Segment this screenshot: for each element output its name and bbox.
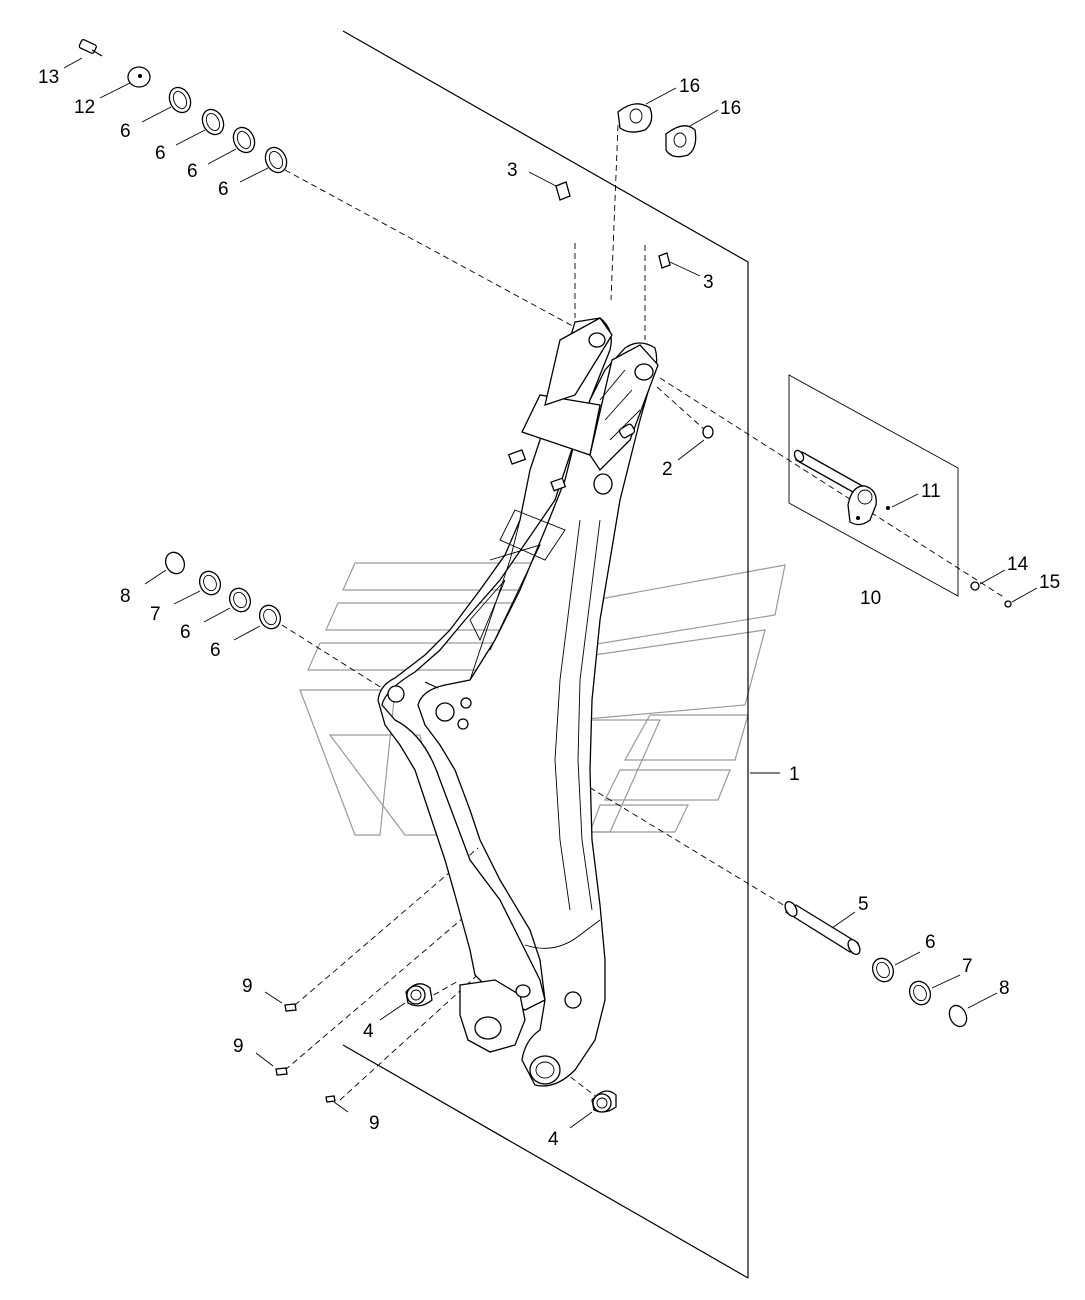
callout-7: 7	[962, 956, 973, 977]
pin-assembly-10	[793, 449, 890, 526]
callout-4: 4	[363, 1021, 374, 1042]
callout-9: 9	[233, 1036, 244, 1057]
callout-1: 1	[789, 764, 800, 785]
grease-fitting-2	[702, 425, 714, 439]
washer-14	[970, 581, 980, 591]
left-middle-hardware	[164, 551, 282, 630]
callout-2: 2	[662, 459, 673, 480]
bushings-4	[405, 983, 617, 1113]
callout-9: 9	[242, 976, 253, 997]
callout-4: 4	[548, 1129, 559, 1150]
callout-6: 6	[187, 161, 198, 182]
callout-16: 16	[720, 98, 741, 119]
callout-16: 16	[679, 76, 700, 97]
callout-15: 15	[1039, 572, 1060, 593]
assembly-dashed-lines	[281, 124, 1006, 1106]
bolts-9	[275, 1003, 336, 1103]
callout-8: 8	[120, 586, 131, 607]
top-left-hardware	[78, 39, 288, 174]
callout-5: 5	[858, 894, 869, 915]
callout-7: 7	[150, 604, 161, 625]
callout-9: 9	[369, 1113, 380, 1134]
group-border-plate	[342, 30, 749, 1279]
bolt-11	[886, 506, 890, 510]
bolt-13	[78, 39, 103, 57]
callout-labels: 13 12 6 6 6 6 16 16 3 3 2 11 10 14 15 8 …	[38, 67, 1060, 1150]
callout-10: 10	[860, 588, 881, 609]
callout-11: 11	[921, 481, 941, 502]
boom-arm	[377, 317, 659, 1087]
callout-12: 12	[74, 97, 95, 118]
shims-16	[617, 103, 697, 158]
leader-lines	[63, 57, 1038, 1129]
bolt-15	[1004, 600, 1012, 608]
clips-3	[555, 181, 671, 269]
pin-5-hardware	[784, 900, 968, 1028]
callout-6: 6	[210, 640, 221, 661]
callout-14: 14	[1007, 554, 1029, 575]
callout-6: 6	[155, 143, 166, 164]
callout-6: 6	[180, 622, 191, 643]
callout-6: 6	[925, 932, 936, 953]
callout-3: 3	[507, 160, 518, 181]
callout-6: 6	[218, 179, 229, 200]
callout-13: 13	[38, 67, 59, 88]
callout-8: 8	[999, 978, 1010, 999]
callout-6: 6	[120, 121, 131, 142]
callout-3: 3	[703, 272, 714, 293]
